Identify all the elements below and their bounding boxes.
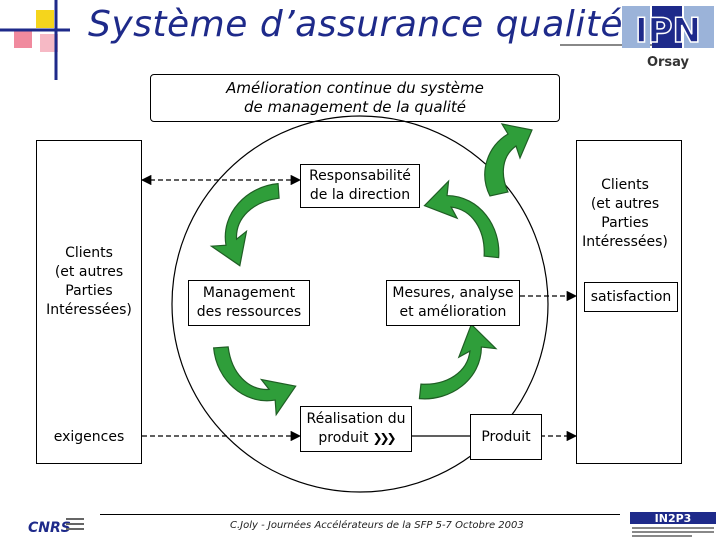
amelioration-line-2: de management de la qualité: [243, 98, 467, 116]
right-clients-line-3: Parties: [601, 215, 649, 231]
left-clients-line-3: Parties: [65, 283, 113, 299]
process-circle: [171, 115, 549, 493]
green-arrow-bottom-right: [418, 323, 498, 400]
amelioration-line-1: Amélioration continue du système: [226, 79, 484, 97]
mesures-line-1: Mesures, analyse: [392, 285, 514, 301]
produit-label: Produit: [481, 428, 531, 445]
in2p3-logo: IN2P3: [630, 512, 716, 538]
realisation-box: Réalisation du produit ❯❯❯: [300, 406, 412, 452]
responsabilite-box: Responsabilité de la direction: [300, 164, 420, 208]
green-arrow-top-right: [423, 179, 500, 259]
amelioration-box: Amélioration continue du système de mana…: [150, 74, 560, 122]
green-arrow-amelioration: [484, 123, 533, 197]
responsabilite-line-1: Responsabilité: [309, 168, 411, 184]
satisfaction-box: satisfaction: [584, 282, 678, 312]
left-column: [36, 140, 142, 464]
left-clients-line-1: Clients: [65, 245, 113, 261]
management-line-1: Management: [202, 285, 296, 301]
green-arrow-bottom-left: [212, 346, 297, 417]
footer-separator: [100, 514, 620, 515]
in2p3-logo-text: IN2P3: [655, 512, 692, 525]
realisation-line-2-text: produit: [318, 430, 369, 446]
corner-decoration: [0, 0, 90, 80]
left-clients-line-4: Intéressées): [46, 302, 132, 318]
ipn-logo: IPN Orsay: [620, 2, 716, 72]
footer-text: C.Joly - Journées Accélérateurs de la SF…: [230, 520, 524, 531]
management-line-2: des ressources: [196, 304, 302, 320]
left-exigences-text: exigences: [53, 429, 125, 445]
page-title: Système d’assurance qualité: [88, 4, 624, 45]
green-arrow-top-left: [209, 182, 280, 267]
orsay-logo-text: Orsay: [647, 55, 690, 70]
responsabilite-line-2: de la direction: [309, 187, 411, 203]
right-clients-line-2: (et autres: [590, 196, 660, 212]
satisfaction-label: satisfaction: [590, 288, 672, 305]
management-box: Management des ressources: [188, 280, 310, 326]
title-underline: [560, 44, 670, 46]
left-clients-text: Clients (et autres Parties Intéressées): [36, 244, 142, 320]
right-clients-line-4: Intéressées): [582, 234, 668, 250]
realisation-line-2: produit ❯❯❯: [318, 429, 396, 448]
mesures-line-2: et amélioration: [399, 304, 507, 320]
ipn-logo-text: IPN: [635, 11, 701, 51]
cnrs-logo-text: CNRS: [28, 520, 71, 536]
realisation-line-1: Réalisation du: [306, 411, 406, 427]
produit-box: Produit: [470, 414, 542, 460]
right-clients-line-1: Clients: [601, 177, 649, 193]
left-clients-line-2: (et autres: [54, 264, 124, 280]
cnrs-logo: CNRS: [24, 512, 88, 538]
right-column: [576, 140, 682, 464]
mesures-box: Mesures, analyse et amélioration: [386, 280, 520, 326]
chevron-icon: ❯❯❯: [372, 431, 396, 445]
right-clients-text: Clients (et autres Parties Intéressées): [572, 176, 678, 252]
